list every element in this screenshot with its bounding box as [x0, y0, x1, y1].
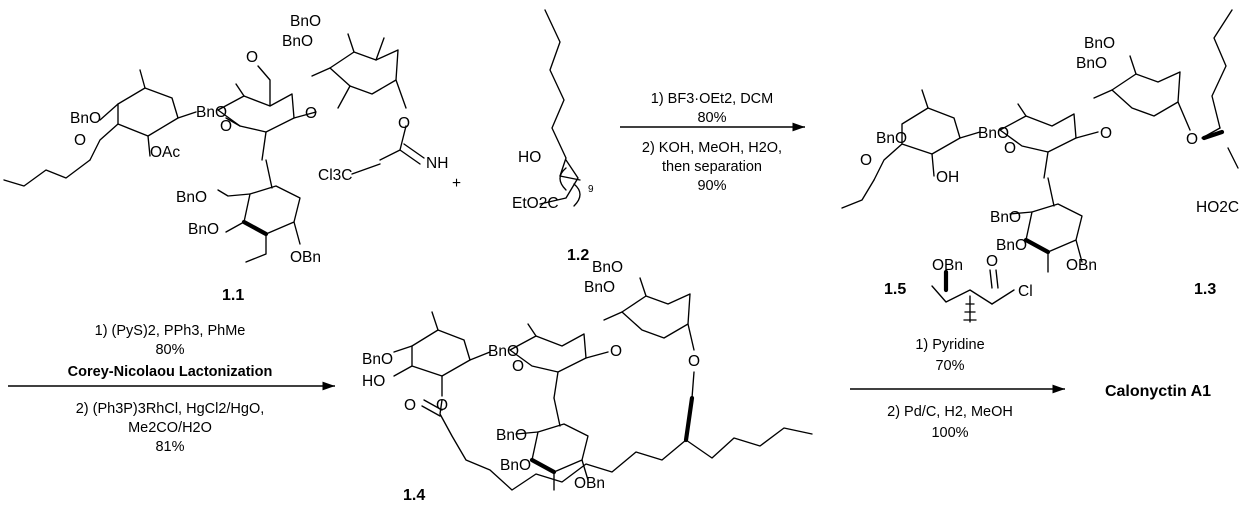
atom-label: EtO2C [512, 195, 559, 212]
atom-label: BnO [1076, 55, 1107, 72]
step-2-reagent: 1) (PyS)2, PPh3, PhMe [95, 323, 246, 339]
atom-label: O [512, 358, 524, 375]
atom-label: BnO [978, 125, 1009, 142]
atom-label: OBn [574, 475, 605, 492]
step-3: 1) Pyridine 70% 2) Pd/C, H2, MeOH 100% [850, 337, 1065, 441]
step-2: 1) (PyS)2, PPh3, PhMe 80% Corey-Nicolaou… [8, 323, 335, 455]
atom-label: O [246, 49, 258, 66]
step-2-reagent: 2) (Ph3P)3RhCl, HgCl2/HgO, [76, 401, 265, 417]
atom-label: O [74, 132, 86, 149]
plus-sign: + [452, 175, 461, 192]
atom-label: O [398, 115, 410, 132]
step-2-named-reaction: Corey-Nicolaou Lactonization [68, 364, 273, 380]
step-1-yield: 80% [697, 110, 726, 126]
atom-label: OBn [1066, 257, 1097, 274]
atom-label: BnO [1084, 35, 1115, 52]
atom-label: 9 [588, 184, 594, 195]
atom-label: HO [518, 149, 541, 166]
step-3-yield: 70% [935, 358, 964, 374]
compound-label: 1.1 [222, 287, 244, 304]
atom-label: BnO [70, 110, 101, 127]
step-2-reagent: Me2CO/H2O [128, 420, 212, 436]
atom-label: O [860, 152, 872, 169]
atom-label: HO2C [1196, 199, 1239, 216]
compound-label: 1.3 [1194, 281, 1216, 298]
compound-1-4-labels: BnO BnO BnO HO O O BnO O O O BnO BnO OBn… [362, 259, 700, 504]
atom-label: O [688, 353, 700, 370]
compound-1-1-labels: BnO O OAc BnO O O O BnO BnO O Cl3C NH Bn… [70, 13, 448, 304]
atom-label: O [305, 105, 317, 122]
step-1-reagent: 1) BF3·OEt2, DCM [651, 91, 773, 107]
atom-label: O [1186, 131, 1198, 148]
step-2-yield: 81% [155, 439, 184, 455]
compound-1-2 [539, 9, 581, 207]
atom-label: Cl3C [318, 167, 352, 184]
atom-label: BnO [488, 343, 519, 360]
atom-label: BnO [176, 189, 207, 206]
atom-label: BnO [990, 209, 1021, 226]
step-1-yield: 90% [697, 178, 726, 194]
atom-label: O [220, 118, 232, 135]
step-3-yield: 100% [931, 425, 968, 441]
step-1-reagent: 2) KOH, MeOH, H2O, [642, 140, 782, 156]
atom-label: O [436, 397, 448, 414]
atom-label: BnO [996, 237, 1027, 254]
atom-label: BnO [282, 33, 313, 50]
step-3-reagent: 1) Pyridine [915, 337, 984, 353]
compound-1-2-labels: HO 9 EtO2C 1.2 [512, 149, 594, 264]
compound-label: 1.4 [403, 487, 425, 504]
atom-label: BnO [196, 104, 227, 121]
atom-label: OAc [150, 144, 180, 161]
compound-label: 1.5 [884, 281, 906, 298]
atom-label: OBn [290, 249, 321, 266]
step-2-yield: 80% [155, 342, 184, 358]
atom-label: O [404, 397, 416, 414]
atom-label: BnO [290, 13, 321, 30]
atom-label: HO [362, 373, 385, 390]
atom-label: O [986, 253, 998, 270]
step-1-reagent: then separation [662, 159, 762, 175]
atom-label: BnO [188, 221, 219, 238]
atom-label: OH [936, 169, 959, 186]
compound-label: 1.2 [567, 247, 589, 264]
atom-label: O [1100, 125, 1112, 142]
compound-1-4 [393, 277, 813, 491]
atom-label: BnO [876, 130, 907, 147]
atom-label: O [610, 343, 622, 360]
atom-label: BnO [584, 279, 615, 296]
atom-label: O [1004, 140, 1016, 157]
atom-label: BnO [500, 457, 531, 474]
compound-1-5 [931, 269, 1015, 323]
compound-1-5-labels: OBn O Cl 1.5 [884, 253, 1033, 300]
step-1: 1) BF3·OEt2, DCM 80% 2) KOH, MeOH, H2O, … [620, 91, 805, 194]
compound-1-1 [3, 33, 425, 263]
atom-label: NH [426, 155, 448, 172]
atom-label: BnO [496, 427, 527, 444]
step-3-reagent: 2) Pd/C, H2, MeOH [887, 404, 1013, 420]
atom-label: BnO [362, 351, 393, 368]
atom-label: OBn [932, 257, 963, 274]
product-name: Calonyctin A1 [1105, 383, 1211, 400]
atom-label: Cl [1018, 283, 1033, 300]
atom-label: BnO [592, 259, 623, 276]
compound-1-3 [841, 9, 1239, 273]
compound-1-3-labels: BnO BnO BnO O OH BnO O O O BnO BnO OBn H… [860, 35, 1239, 298]
